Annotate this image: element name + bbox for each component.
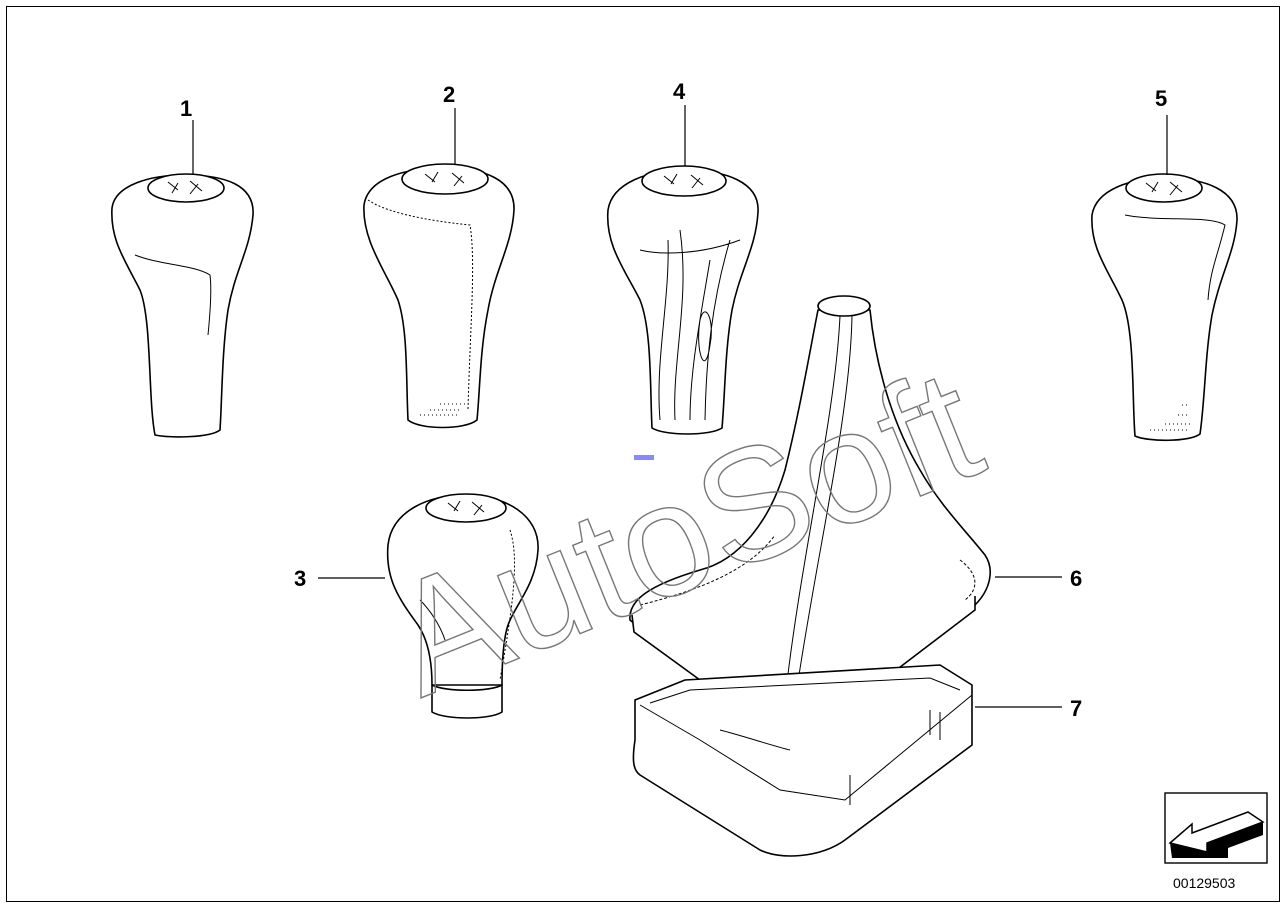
gear-knob-3: 3 <box>294 493 539 719</box>
callout-6: 6 <box>1070 566 1082 591</box>
callout-1: 1 <box>180 96 192 121</box>
callout-7: 7 <box>1070 696 1082 721</box>
gear-knob-5: 5 <box>1091 86 1238 442</box>
gear-knob-2: 2 <box>363 82 515 429</box>
gear-knob-1: 1 <box>111 96 254 438</box>
reference-number: 00129503 <box>1173 875 1236 891</box>
arrow-down-left-icon <box>1164 792 1268 864</box>
gear-knob-4: 4 <box>606 79 759 435</box>
callout-3: 3 <box>294 566 306 591</box>
diagram-frame <box>6 6 1280 902</box>
marker <box>634 455 654 460</box>
boot-frame-7: 7 <box>632 664 1082 857</box>
callout-4: 4 <box>673 79 686 104</box>
callout-5: 5 <box>1155 86 1167 111</box>
callout-2: 2 <box>443 82 455 107</box>
